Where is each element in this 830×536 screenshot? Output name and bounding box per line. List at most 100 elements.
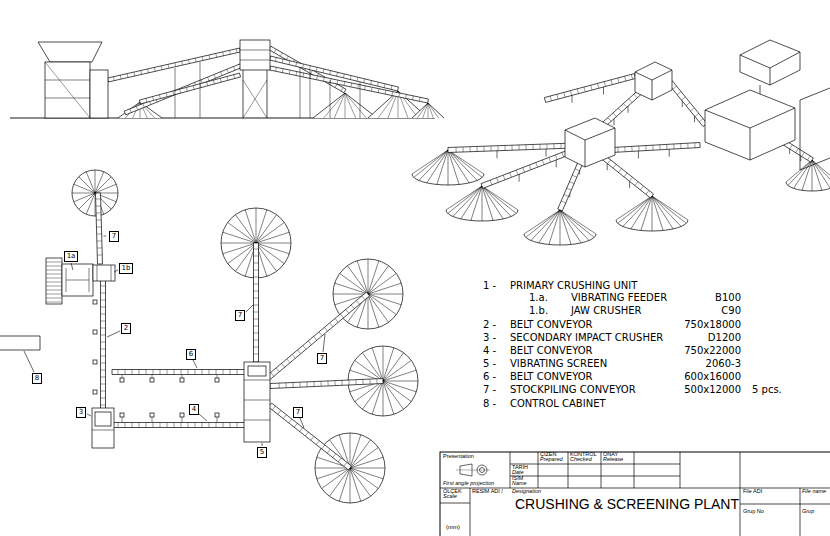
conveyor-roller [227, 76, 228, 80]
conveyor-roller [96, 219, 101, 220]
support-foot [120, 413, 124, 417]
conveyor-roller [113, 77, 115, 81]
conveyor-roller [617, 147, 618, 152]
stair-tread [46, 270, 62, 271]
conveyor-roller [101, 377, 106, 378]
conveyor-roller [300, 428, 303, 432]
conveyor-roller [796, 148, 799, 152]
stockpile-rib [482, 186, 511, 216]
conveyor-roller [652, 145, 653, 150]
conveyor-roller [220, 78, 221, 82]
conveyor-roller [296, 72, 298, 76]
retaining-wall [800, 88, 830, 170]
conveyor-roller [254, 305, 259, 306]
conveyor-roller [207, 82, 208, 86]
conveyor-roller [236, 49, 238, 53]
conveyor-roller [356, 300, 359, 304]
stockpile-rib [383, 348, 394, 381]
stockpile-iso [524, 210, 596, 245]
conveyor-roller [288, 61, 290, 65]
stockpile-rib [357, 261, 368, 294]
conveyor-roller [604, 82, 605, 87]
title-block-text: Date [512, 470, 524, 476]
crusher-edge [635, 70, 672, 100]
conveyor-roller [202, 370, 203, 375]
stockpile-rib [652, 196, 681, 226]
conveyor-roller [790, 145, 793, 149]
conveyor-roller [322, 445, 325, 449]
stockpile-rib [235, 215, 256, 243]
conveyor-roller [216, 370, 217, 375]
stockpile-rib [383, 381, 384, 416]
screen-line [244, 380, 270, 381]
stockpile-rib [560, 210, 571, 244]
conveyor-roller [572, 175, 577, 177]
conveyor-roller [539, 144, 540, 149]
conveyor-roller [569, 182, 574, 184]
item-spec: D1200 [708, 333, 741, 343]
callout-number: 7 [235, 310, 245, 321]
conveyor-roller [153, 423, 154, 428]
conveyor-roller [101, 398, 106, 399]
support-tie [182, 417, 183, 422]
title-block-rule [634, 452, 635, 488]
stockpile-rib [560, 210, 596, 234]
impact-crusher [92, 408, 114, 448]
conveyor-roller [101, 307, 106, 308]
conveyor-roller [635, 182, 638, 186]
projection-axis [456, 470, 490, 471]
conveyor-roller [302, 64, 304, 68]
stockpile-rib [461, 186, 482, 219]
stockpile-rib [482, 186, 493, 220]
conveyor-roller [118, 370, 119, 375]
stockpile-rib [228, 222, 256, 243]
conveyor-roller [308, 341, 311, 345]
item-spec: 500x12000 [684, 385, 741, 395]
title-block-rule [680, 452, 681, 488]
item-spec: 2060-3 [706, 359, 741, 369]
stockpile-rib [383, 381, 416, 392]
crusher-rotor [95, 412, 111, 426]
conveyor-roller [567, 188, 572, 190]
conveyor-belt [668, 80, 707, 126]
conveyor-roller [227, 69, 229, 73]
stockpile-rib [812, 160, 813, 191]
conveyor-roller [97, 254, 102, 255]
stockpiling-conveyor [254, 243, 259, 362]
conveyor-roller [282, 69, 284, 73]
conveyor-roller [324, 327, 327, 331]
title-block-rule [510, 476, 680, 477]
conveyor-roller [303, 345, 306, 349]
stockpile-rib [350, 468, 383, 479]
conveyor-roller [343, 82, 345, 86]
conveyor-roller [476, 146, 477, 151]
conveyor-roller [673, 144, 674, 149]
support-leg [175, 68, 176, 118]
conveyor-roller [350, 83, 352, 87]
conveyor-roller [808, 156, 811, 160]
title-block-text: Grup No [743, 509, 764, 515]
stockpile-rib [812, 160, 830, 182]
conveyor-roller [640, 186, 643, 190]
conveyor-roller [369, 379, 370, 384]
stockpile-rib [228, 243, 256, 264]
callout-text: 8 [35, 374, 39, 382]
item-number: 1.b. [529, 306, 548, 316]
item-name: BELT CONVEYOR [510, 320, 593, 330]
conveyor-roller [346, 309, 349, 313]
conveyor-roller [271, 372, 274, 376]
elevation-view [10, 40, 444, 118]
conveyor-roller [254, 319, 259, 320]
stockpile-rib [350, 433, 351, 468]
conveyor-roller [292, 382, 293, 387]
support-foot [93, 300, 97, 304]
conveyor-roller [532, 144, 533, 149]
conveyor-roller [398, 93, 400, 97]
conveyor-roller [254, 340, 259, 341]
conveyor-roller [153, 97, 154, 101]
stockpiling-conveyor [270, 66, 429, 103]
stockpile-rib [345, 93, 356, 118]
stockpile-rib [95, 184, 116, 193]
jaw-crusher [93, 265, 115, 281]
callout-text: 2 [124, 324, 128, 332]
